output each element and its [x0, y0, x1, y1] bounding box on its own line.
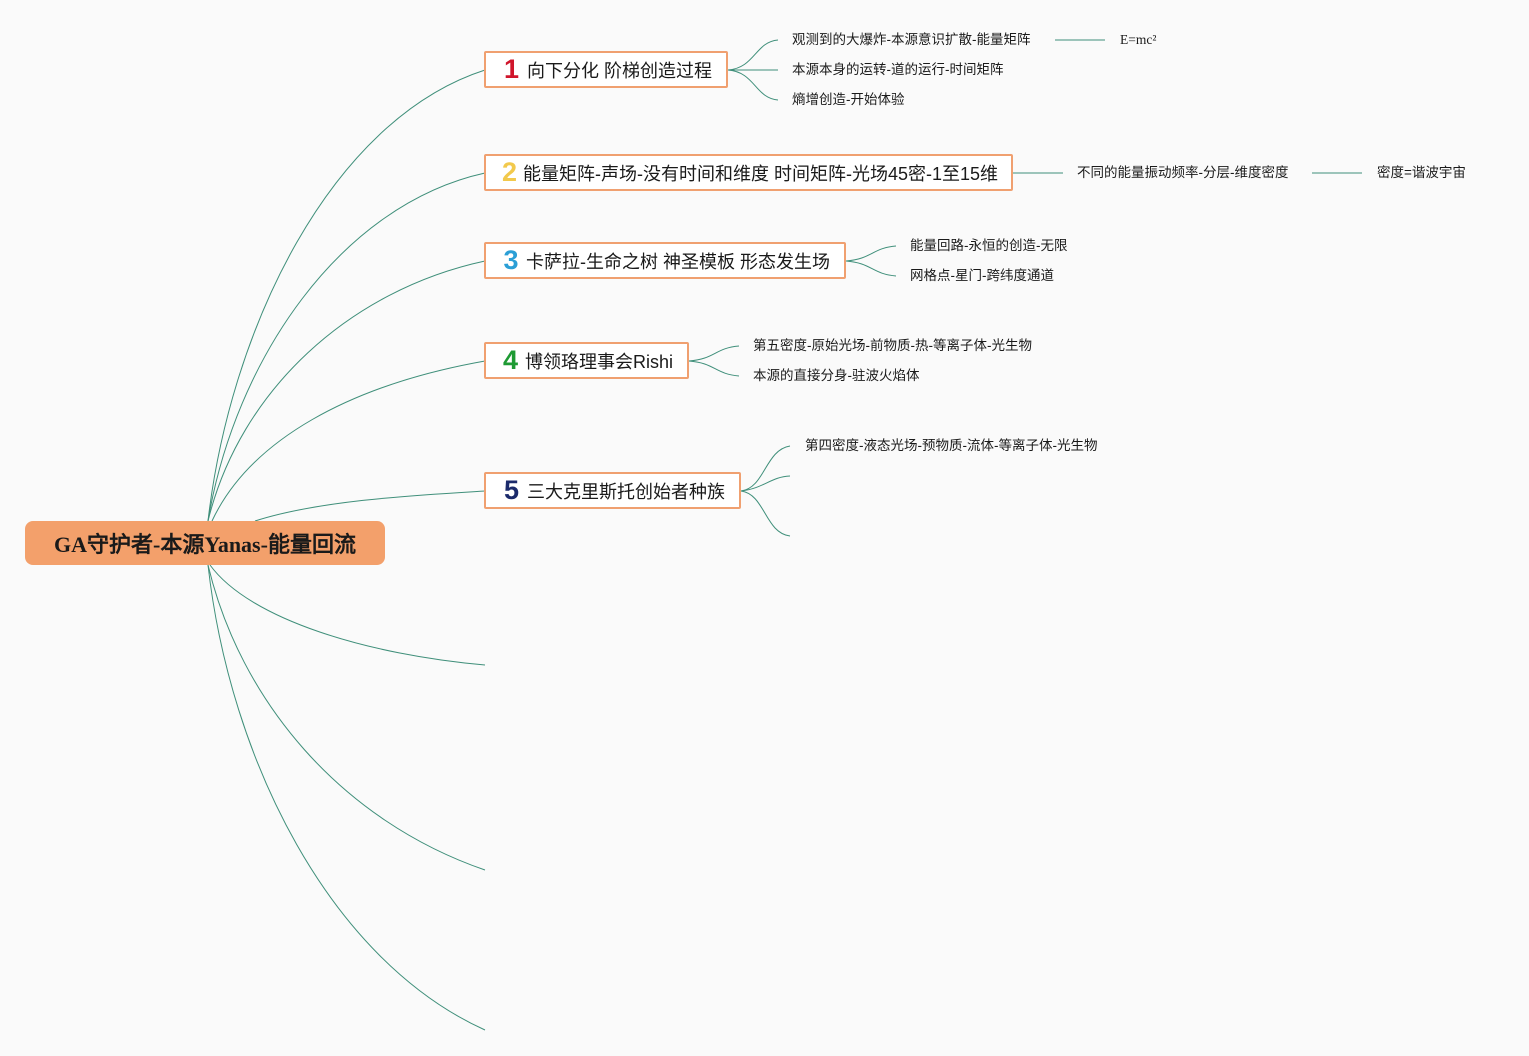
root-link-5 [254, 490, 486, 522]
branch-label: 博领珞理事会Rishi [524, 351, 673, 372]
b3-link-1 [845, 245, 897, 262]
b1-link-1 [727, 39, 779, 71]
branch-label: 向下分化 阶梯创造过程 [527, 60, 712, 81]
number-1-icon: 1 [503, 54, 520, 84]
b4-link-1 [688, 345, 740, 362]
branch-label: 能量矩阵-声场-没有时间和维度 时间矩阵-光场45密-1至15维 [523, 163, 999, 184]
number-5-icon: 5 [503, 475, 520, 505]
branch-topic-3[interactable]: 3 卡萨拉-生命之树 神圣模板 形态发生场 [484, 242, 846, 279]
subtopic-1-2[interactable]: 本源本身的运转-道的运行-时间矩阵 [792, 62, 1004, 77]
root-link-2 [207, 172, 486, 522]
root-topic[interactable]: GA守护者-本源Yanas-能量回流 [25, 521, 385, 565]
subtopic-1-3[interactable]: 熵增创造-开始体验 [792, 92, 905, 107]
branch-topic-1[interactable]: 1 向下分化 阶梯创造过程 [484, 51, 728, 88]
root-link-4 [211, 360, 486, 522]
branch-topic-4[interactable]: 4 博领珞理事会Rishi [484, 342, 689, 379]
b1-link-3 [727, 69, 779, 101]
root-topic-label: GA守护者-本源Yanas-能量回流 [54, 532, 356, 557]
root-link-1 [207, 69, 486, 522]
number-3-icon: 3 [503, 245, 519, 275]
branch-label: 卡萨拉-生命之树 神圣模板 形态发生场 [526, 251, 830, 272]
root-link-6 [209, 564, 486, 666]
subtopic-3-2[interactable]: 网格点-星门-跨纬度通道 [910, 268, 1054, 283]
subtopic-4-1[interactable]: 第五密度-原始光场-前物质-热-等离子体-光生物 [753, 338, 1032, 353]
branch-topic-2[interactable]: 2 能量矩阵-声场-没有时间和维度 时间矩阵-光场45密-1至15维 [484, 154, 1013, 191]
b3-link-2 [845, 260, 897, 277]
subtopic-3-1[interactable]: 能量回路-永恒的创造-无限 [910, 238, 1068, 253]
number-4-icon: 4 [502, 345, 518, 375]
b5-link-2 [740, 475, 791, 492]
subtopic-1-1-1[interactable]: E=mc² [1120, 32, 1157, 47]
branch-label: 三大克里斯托创始者种族 [527, 481, 725, 502]
b4-link-2 [688, 360, 740, 377]
number-2-icon: 2 [502, 157, 518, 187]
subtopic-5-1[interactable]: 第四密度-液态光场-预物质-流体-等离子体-光生物 [805, 438, 1098, 453]
subtopic-2-1-1[interactable]: 密度=谐波宇宙 [1377, 165, 1466, 180]
subtopic-2-1[interactable]: 不同的能量振动频率-分层-维度密度 [1077, 165, 1289, 180]
subtopic-1-1[interactable]: 观测到的大爆炸-本源意识扩散-能量矩阵 [792, 32, 1031, 47]
root-link-3 [207, 260, 486, 522]
b5-link-1 [740, 445, 791, 492]
root-link-7 [207, 564, 486, 871]
root-link-8 [207, 564, 486, 1031]
b5-link-3 [740, 490, 791, 537]
branch-topic-5[interactable]: 5 三大克里斯托创始者种族 [484, 472, 741, 509]
subtopic-4-2[interactable]: 本源的直接分身-驻波火焰体 [753, 368, 920, 383]
